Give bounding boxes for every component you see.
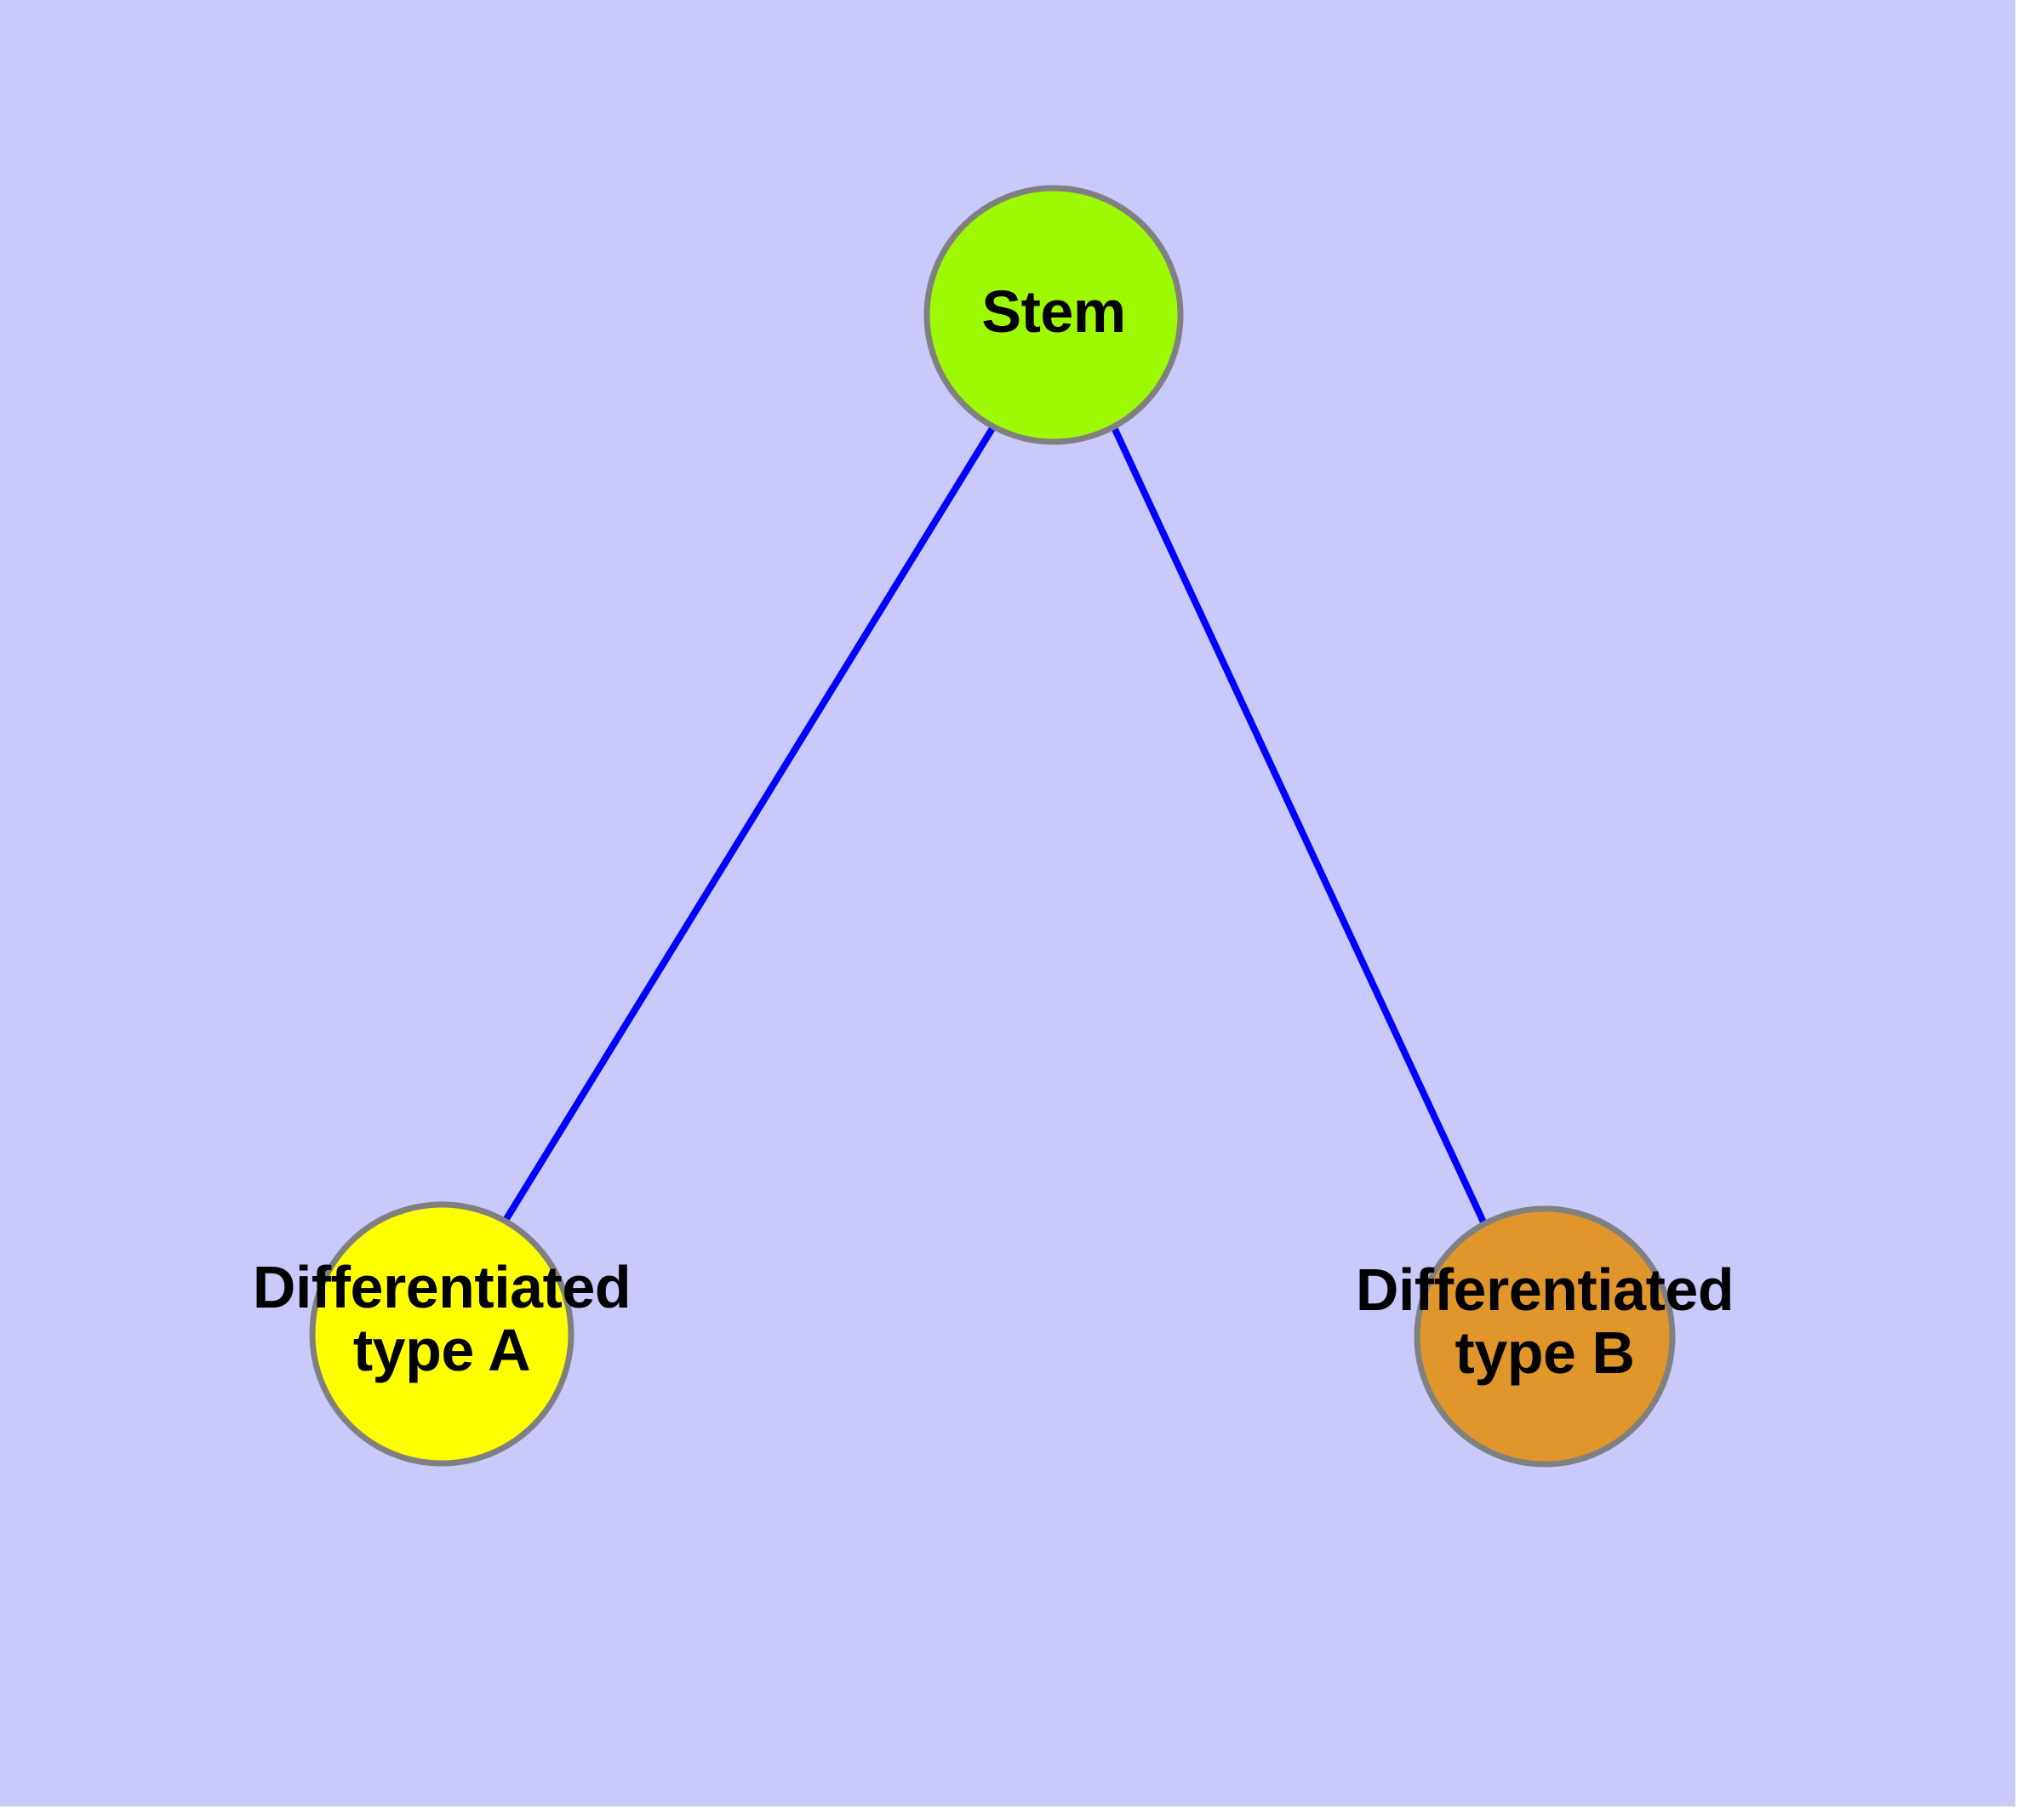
- edge-stem-to-differentiated-type-b: [1110, 424, 1489, 1228]
- node-differentiated-type-a[interactable]: [309, 1201, 574, 1467]
- edge-layer: [499, 423, 1489, 1228]
- edge-stem-to-differentiated-type-a: [499, 423, 997, 1228]
- node-layer: [309, 185, 1676, 1468]
- node-stem[interactable]: [923, 185, 1184, 445]
- node-differentiated-type-b[interactable]: [1414, 1205, 1676, 1468]
